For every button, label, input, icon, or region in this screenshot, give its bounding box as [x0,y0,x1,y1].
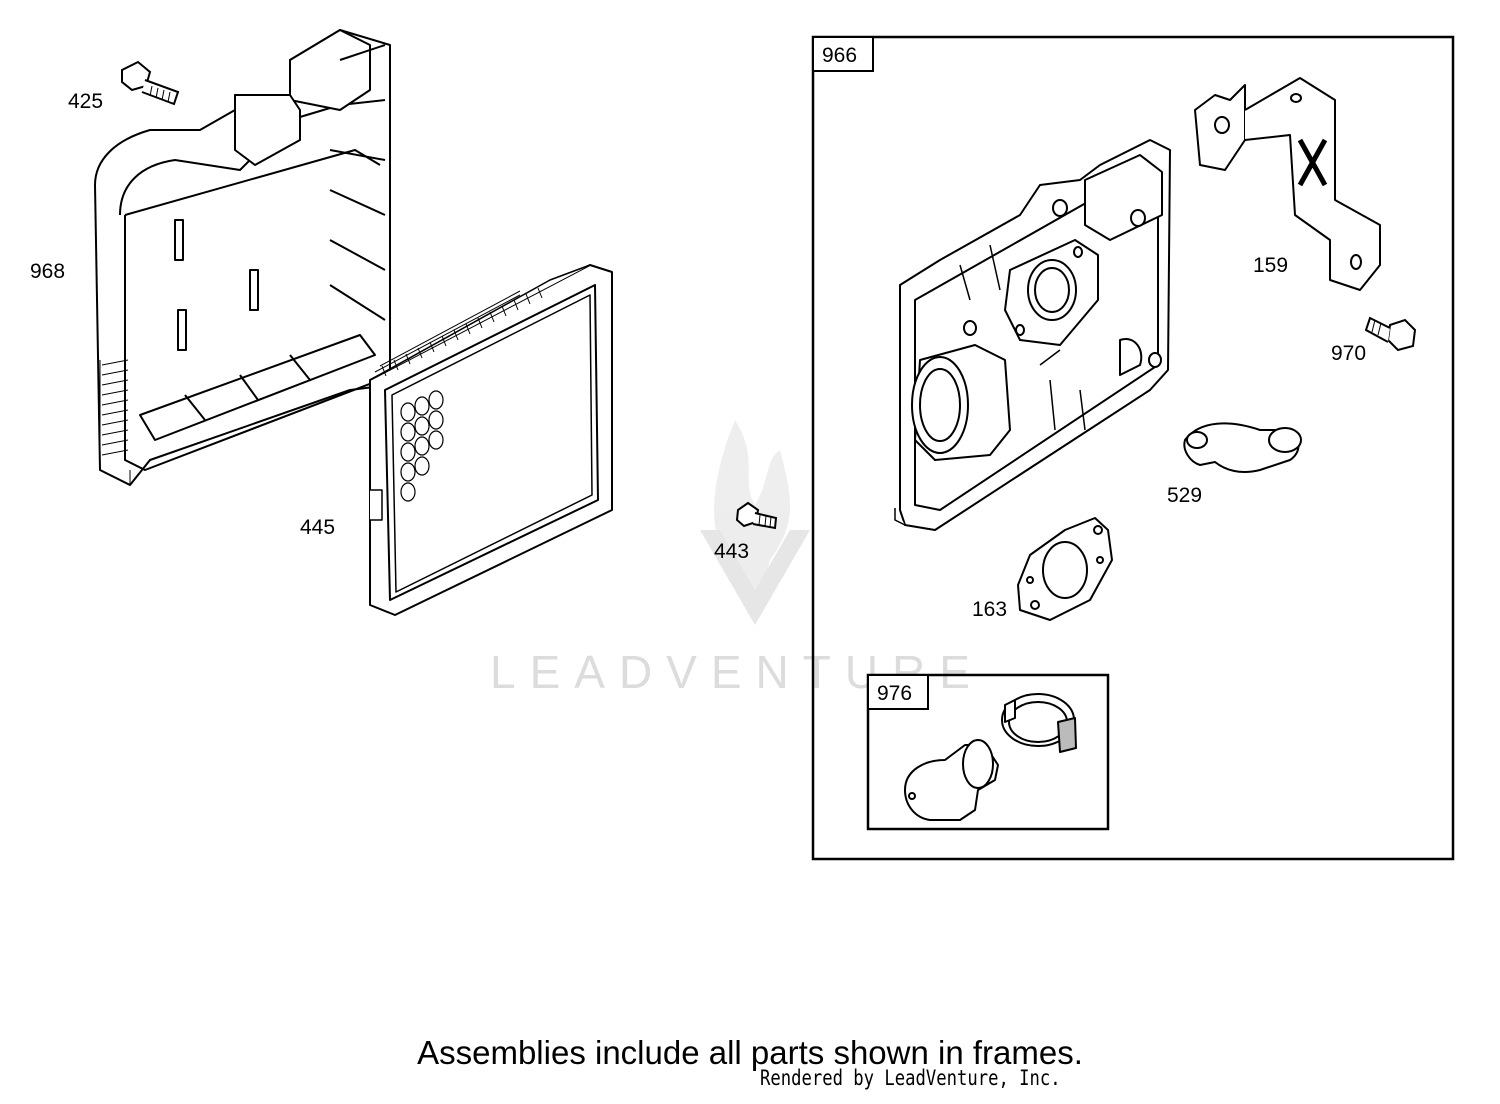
leadventure-watermark: LEADVENTURE [490,420,970,698]
breather-tube-529 [1183,422,1302,473]
bolt-425 [121,60,180,106]
frame-966-label: 966 [822,44,857,67]
callout-970: 970 [1331,342,1366,365]
air-cleaner-base [894,139,1171,531]
gasket-163 [1017,517,1113,621]
bracket-159 [1194,77,1381,291]
callout-163: 163 [972,598,1007,621]
hose-clamp [1001,693,1077,753]
frame-976-label: 976 [877,682,912,705]
air-filter-445 [369,264,613,616]
screw-443 [735,501,778,530]
render-credit: Rendered by LeadVenture, Inc. [760,1066,1061,1090]
callout-159: 159 [1253,254,1288,277]
callout-425: 425 [68,90,103,113]
pre-filter-element [904,739,999,821]
frame-976: 976 [866,673,1110,831]
callout-443: 443 [714,540,749,563]
callout-529: 529 [1167,484,1202,507]
callout-968: 968 [30,260,65,283]
frame-966: 966 [811,35,1455,861]
air-cleaner-cover-968 [94,29,391,486]
bolt-970 [1364,316,1417,352]
callout-445: 445 [300,516,335,539]
assemblies-caption: Assemblies include all parts shown in fr… [417,1034,1083,1071]
